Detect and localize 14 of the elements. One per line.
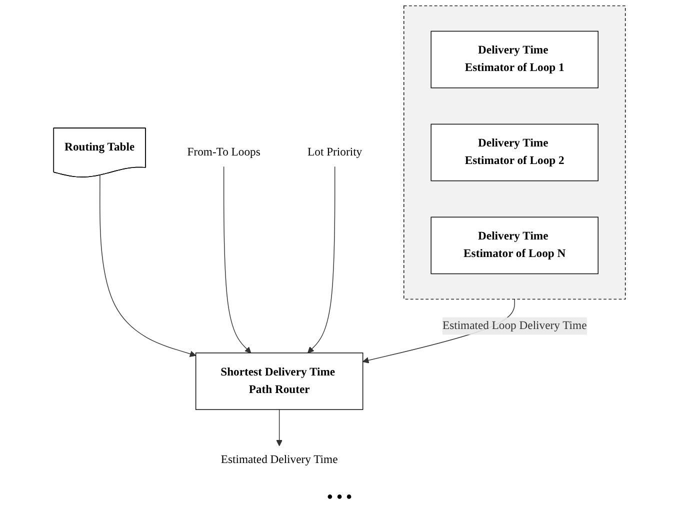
edge-label: Estimated Loop Delivery Time [442, 320, 587, 332]
node-text: Estimated Delivery Time [220, 453, 338, 466]
node-box: Delivery Time Estimator of Loop 2 [430, 124, 598, 182]
arrow [100, 174, 196, 357]
arrow [223, 166, 252, 354]
node-box: Shortest Delivery Time Path Router [195, 352, 364, 410]
node-box: Delivery Time Estimator of Loop 1 [430, 30, 598, 88]
arrow [276, 409, 283, 446]
arrow [308, 166, 336, 354]
cluster [404, 5, 626, 300]
node-box: Delivery Time Estimator of Loop N [430, 216, 598, 274]
ellipsis-dots: • • • [327, 489, 352, 506]
node-text: Lot Priority [308, 146, 362, 158]
node-text: From-To Loops [187, 146, 260, 158]
